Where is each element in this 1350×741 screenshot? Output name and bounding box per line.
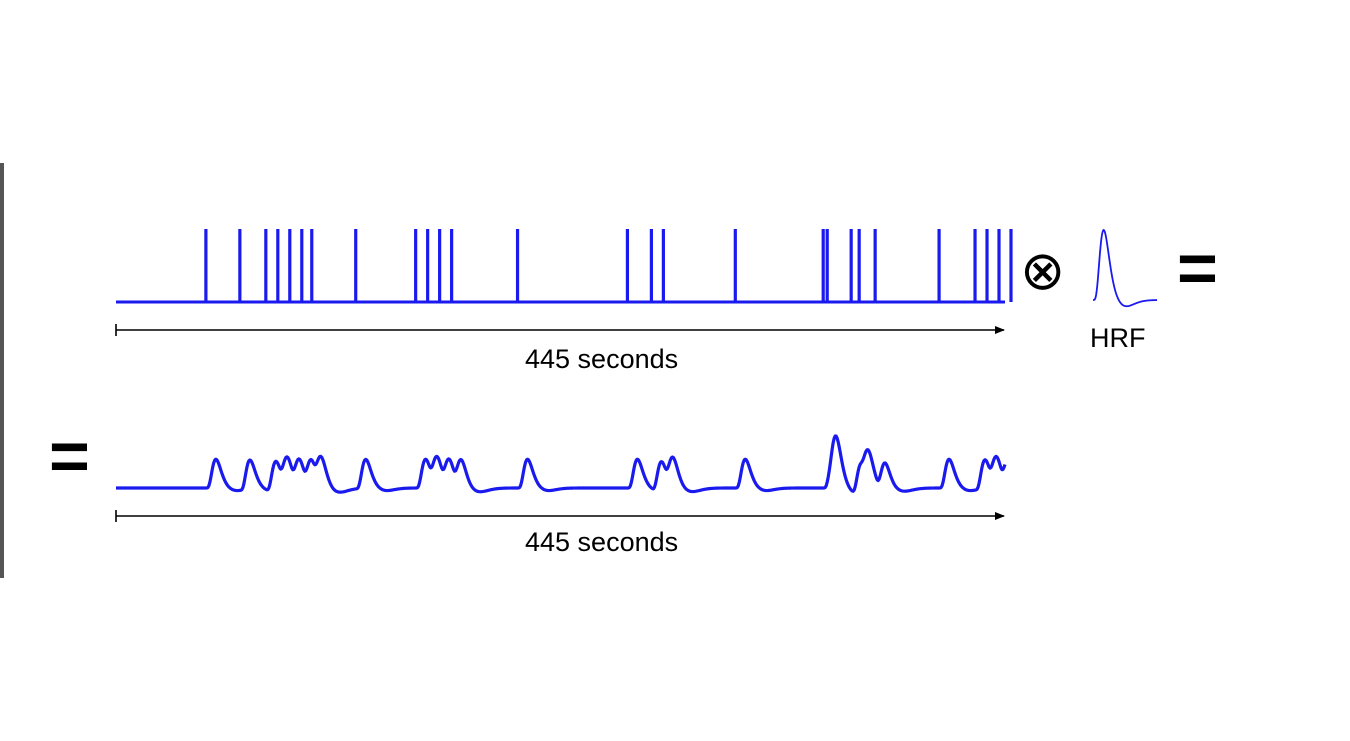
predicted-response-curve [115, 434, 1007, 494]
left-border-line [0, 163, 4, 578]
stimulus-train [116, 229, 1013, 304]
response-time-axis [115, 510, 1005, 522]
hrf-label: HRF [1090, 323, 1146, 353]
equals-sign-top: = [1177, 229, 1218, 307]
equals-sign-bottom: = [49, 417, 90, 495]
response-axis-label: 445 seconds [525, 527, 679, 557]
response-line [115, 434, 1007, 494]
hrf-curve [1093, 228, 1158, 308]
hrf-line [1093, 228, 1158, 308]
stimulus-time-axis [115, 324, 1005, 336]
stimulus-axis-label: 445 seconds [525, 344, 679, 374]
convolution-operator-icon: ⊗ [1020, 239, 1066, 302]
